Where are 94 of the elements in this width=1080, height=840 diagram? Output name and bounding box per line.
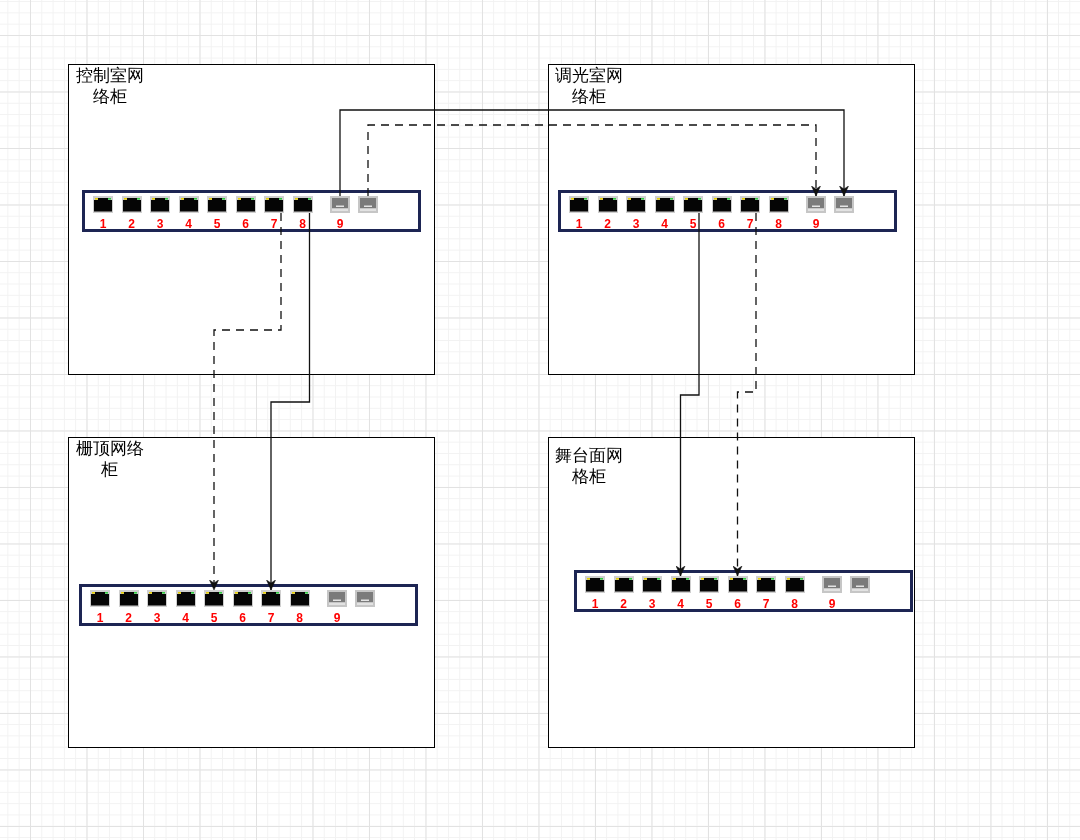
ethernet-port-icon <box>90 590 110 607</box>
port-number: 3 <box>153 612 161 624</box>
ethernet-port-icon <box>642 576 662 593</box>
fiber-port-icon <box>358 196 378 213</box>
ethernet-port-icon <box>784 576 805 593</box>
switch-box <box>82 190 421 232</box>
ethernet-port-icon <box>626 196 646 213</box>
port-number: 6 <box>239 612 246 624</box>
port-number: 3 <box>632 218 640 230</box>
ethernet-port-icon <box>175 590 196 607</box>
port-number: 8 <box>296 612 303 624</box>
port-number: 4 <box>661 218 668 230</box>
cable-arrow <box>339 109 849 197</box>
ethernet-port-icon <box>150 196 170 213</box>
port-number: 7 <box>746 218 754 230</box>
cable-arrow <box>209 212 282 591</box>
ethernet-port-icon <box>232 590 253 607</box>
ethernet-port-icon <box>768 196 789 213</box>
ethernet-port-icon <box>585 576 605 593</box>
fiber-port-icon <box>850 576 870 593</box>
cabinet-box <box>68 437 435 748</box>
port-number: 1 <box>591 598 599 610</box>
port-number: 9 <box>333 612 341 624</box>
port-number: 2 <box>128 218 135 230</box>
port-number: 5 <box>689 218 697 230</box>
fiber-port-icon <box>806 196 826 213</box>
cabinet-title: 调光室网络柜 <box>554 65 624 107</box>
cabinet-box <box>548 437 915 748</box>
port-number: 8 <box>775 218 782 230</box>
port-number: 3 <box>156 218 164 230</box>
ethernet-port-icon <box>121 196 142 213</box>
ethernet-port-icon <box>699 576 719 593</box>
port-number: 8 <box>299 218 306 230</box>
ethernet-port-icon <box>204 590 224 607</box>
ethernet-port-icon <box>740 196 760 213</box>
switch-box <box>558 190 897 232</box>
switch-box <box>574 570 913 612</box>
fiber-port-icon <box>327 590 347 607</box>
ethernet-port-icon <box>613 576 634 593</box>
port-number: 5 <box>213 218 221 230</box>
ethernet-port-icon <box>118 590 139 607</box>
port-number: 6 <box>242 218 249 230</box>
ethernet-port-icon <box>178 196 199 213</box>
ethernet-port-icon <box>264 196 284 213</box>
port-number: 7 <box>270 218 278 230</box>
port-number: 1 <box>99 218 107 230</box>
ethernet-port-icon <box>597 196 618 213</box>
ethernet-port-icon <box>93 196 113 213</box>
port-number: 5 <box>210 612 218 624</box>
port-number: 1 <box>96 612 104 624</box>
fiber-port-icon <box>822 576 842 593</box>
port-number: 4 <box>182 612 189 624</box>
ethernet-port-icon <box>261 590 281 607</box>
cabinet-title: 栅顶网络柜 <box>75 438 145 480</box>
cabinet-box <box>548 64 915 375</box>
cabinet-box <box>68 64 435 375</box>
ethernet-port-icon <box>670 576 691 593</box>
fiber-port-icon <box>330 196 350 213</box>
ethernet-port-icon <box>711 196 732 213</box>
ethernet-port-icon <box>756 576 776 593</box>
ethernet-port-icon <box>235 196 256 213</box>
port-number: 1 <box>575 218 583 230</box>
cable-arrow <box>675 212 700 577</box>
fiber-port-icon <box>834 196 854 213</box>
cabinet-title: 舞台面网格柜 <box>554 445 624 487</box>
ethernet-port-icon <box>683 196 703 213</box>
port-number: 3 <box>648 598 656 610</box>
fiber-port-icon <box>355 590 375 607</box>
port-number: 6 <box>718 218 725 230</box>
port-number: 9 <box>828 598 836 610</box>
port-number: 9 <box>336 218 344 230</box>
cable-arrow <box>367 124 821 197</box>
port-number: 9 <box>812 218 820 230</box>
port-number: 5 <box>705 598 713 610</box>
port-number: 6 <box>734 598 741 610</box>
port-number: 4 <box>677 598 684 610</box>
cabinet-title: 控制室网络柜 <box>75 65 145 107</box>
cable-arrow <box>732 212 757 577</box>
ethernet-port-icon <box>292 196 313 213</box>
port-number: 8 <box>791 598 798 610</box>
port-number: 2 <box>604 218 611 230</box>
port-number: 2 <box>620 598 627 610</box>
ethernet-port-icon <box>727 576 748 593</box>
ethernet-port-icon <box>289 590 310 607</box>
cable-arrow <box>266 212 311 591</box>
port-number: 7 <box>762 598 770 610</box>
ethernet-port-icon <box>147 590 167 607</box>
port-number: 4 <box>185 218 192 230</box>
port-number: 7 <box>267 612 275 624</box>
switch-box <box>79 584 418 626</box>
ethernet-port-icon <box>207 196 227 213</box>
ethernet-port-icon <box>569 196 589 213</box>
port-number: 2 <box>125 612 132 624</box>
ethernet-port-icon <box>654 196 675 213</box>
